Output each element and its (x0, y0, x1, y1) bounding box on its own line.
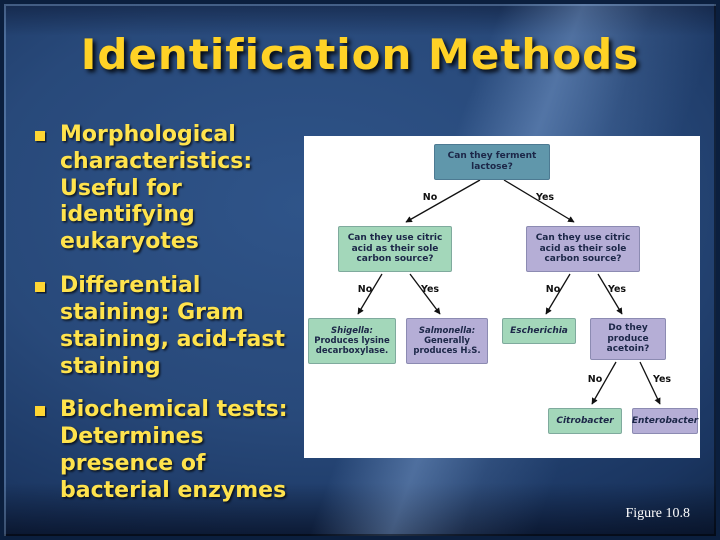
bullet-item: Morphological characteristics: Useful fo… (32, 122, 288, 256)
figure-caption: Figure 10.8 (625, 506, 690, 521)
slide-title: Identification Methods (80, 30, 640, 79)
node-text: Can they use citric acid as their sole c… (535, 233, 631, 265)
bullet-text: Differential staining: Gram staining, ac… (60, 273, 285, 379)
bullet-item: Differential staining: Gram staining, ac… (32, 273, 288, 380)
branch-label-no: No (357, 284, 373, 295)
node-text: Can they ferment lactose? (447, 151, 537, 172)
genus-name: Escherichia (510, 325, 568, 336)
node-text: Generally produces H₂S. (413, 335, 481, 356)
node-text: Can they use citric acid as their sole c… (347, 233, 443, 265)
flowchart-node-shigella: Shigella: Produces lysine decarboxylase. (308, 318, 396, 364)
flowchart-arrows (357, 179, 661, 405)
branch-label-no: No (545, 284, 561, 295)
branch-label-yes: Yes (420, 284, 440, 295)
genus-name: Enterobacter (631, 415, 699, 426)
flowchart-node-citric-acid-right: Can they use citric acid as their sole c… (526, 226, 640, 272)
flowchart-panel: Can they ferment lactose? Can they use c… (304, 136, 700, 458)
flowchart-node-escherichia: Escherichia (502, 318, 576, 344)
genus-name: Citrobacter (556, 415, 614, 426)
flowchart-node-enterobacter: Enterobacter (632, 408, 698, 434)
branch-label-yes: Yes (607, 284, 627, 295)
bullet-list: Morphological characteristics: Useful fo… (32, 122, 288, 522)
flowchart-node-acetoin: Do they produce acetoin? (590, 318, 666, 360)
genus-name: Salmonella: (418, 325, 476, 336)
node-text: Do they produce acetoin? (606, 323, 650, 355)
bullet-text: Biochemical tests: Determines presence o… (60, 397, 288, 503)
bullet-square-icon (35, 406, 45, 417)
bullet-text: Morphological characteristics: Useful fo… (60, 122, 253, 255)
flowchart-node-citric-acid-left: Can they use citric acid as their sole c… (338, 226, 452, 272)
flowchart-node-salmonella: Salmonella: Generally produces H₂S. (406, 318, 488, 364)
bullet-square-icon (35, 282, 45, 293)
bullet-item: Biochemical tests: Determines presence o… (32, 397, 288, 504)
flowchart-node-ferment-lactose: Can they ferment lactose? (434, 144, 550, 180)
branch-label-yes: Yes (535, 192, 555, 203)
branch-label-no: No (422, 192, 438, 203)
bullet-square-icon (35, 131, 45, 141)
genus-name: Shigella: (331, 325, 373, 336)
node-text: Produces lysine decarboxylase. (314, 335, 390, 356)
flowchart-node-citrobacter: Citrobacter (548, 408, 622, 434)
branch-label-no: No (587, 374, 603, 385)
branch-label-yes: Yes (652, 374, 672, 385)
